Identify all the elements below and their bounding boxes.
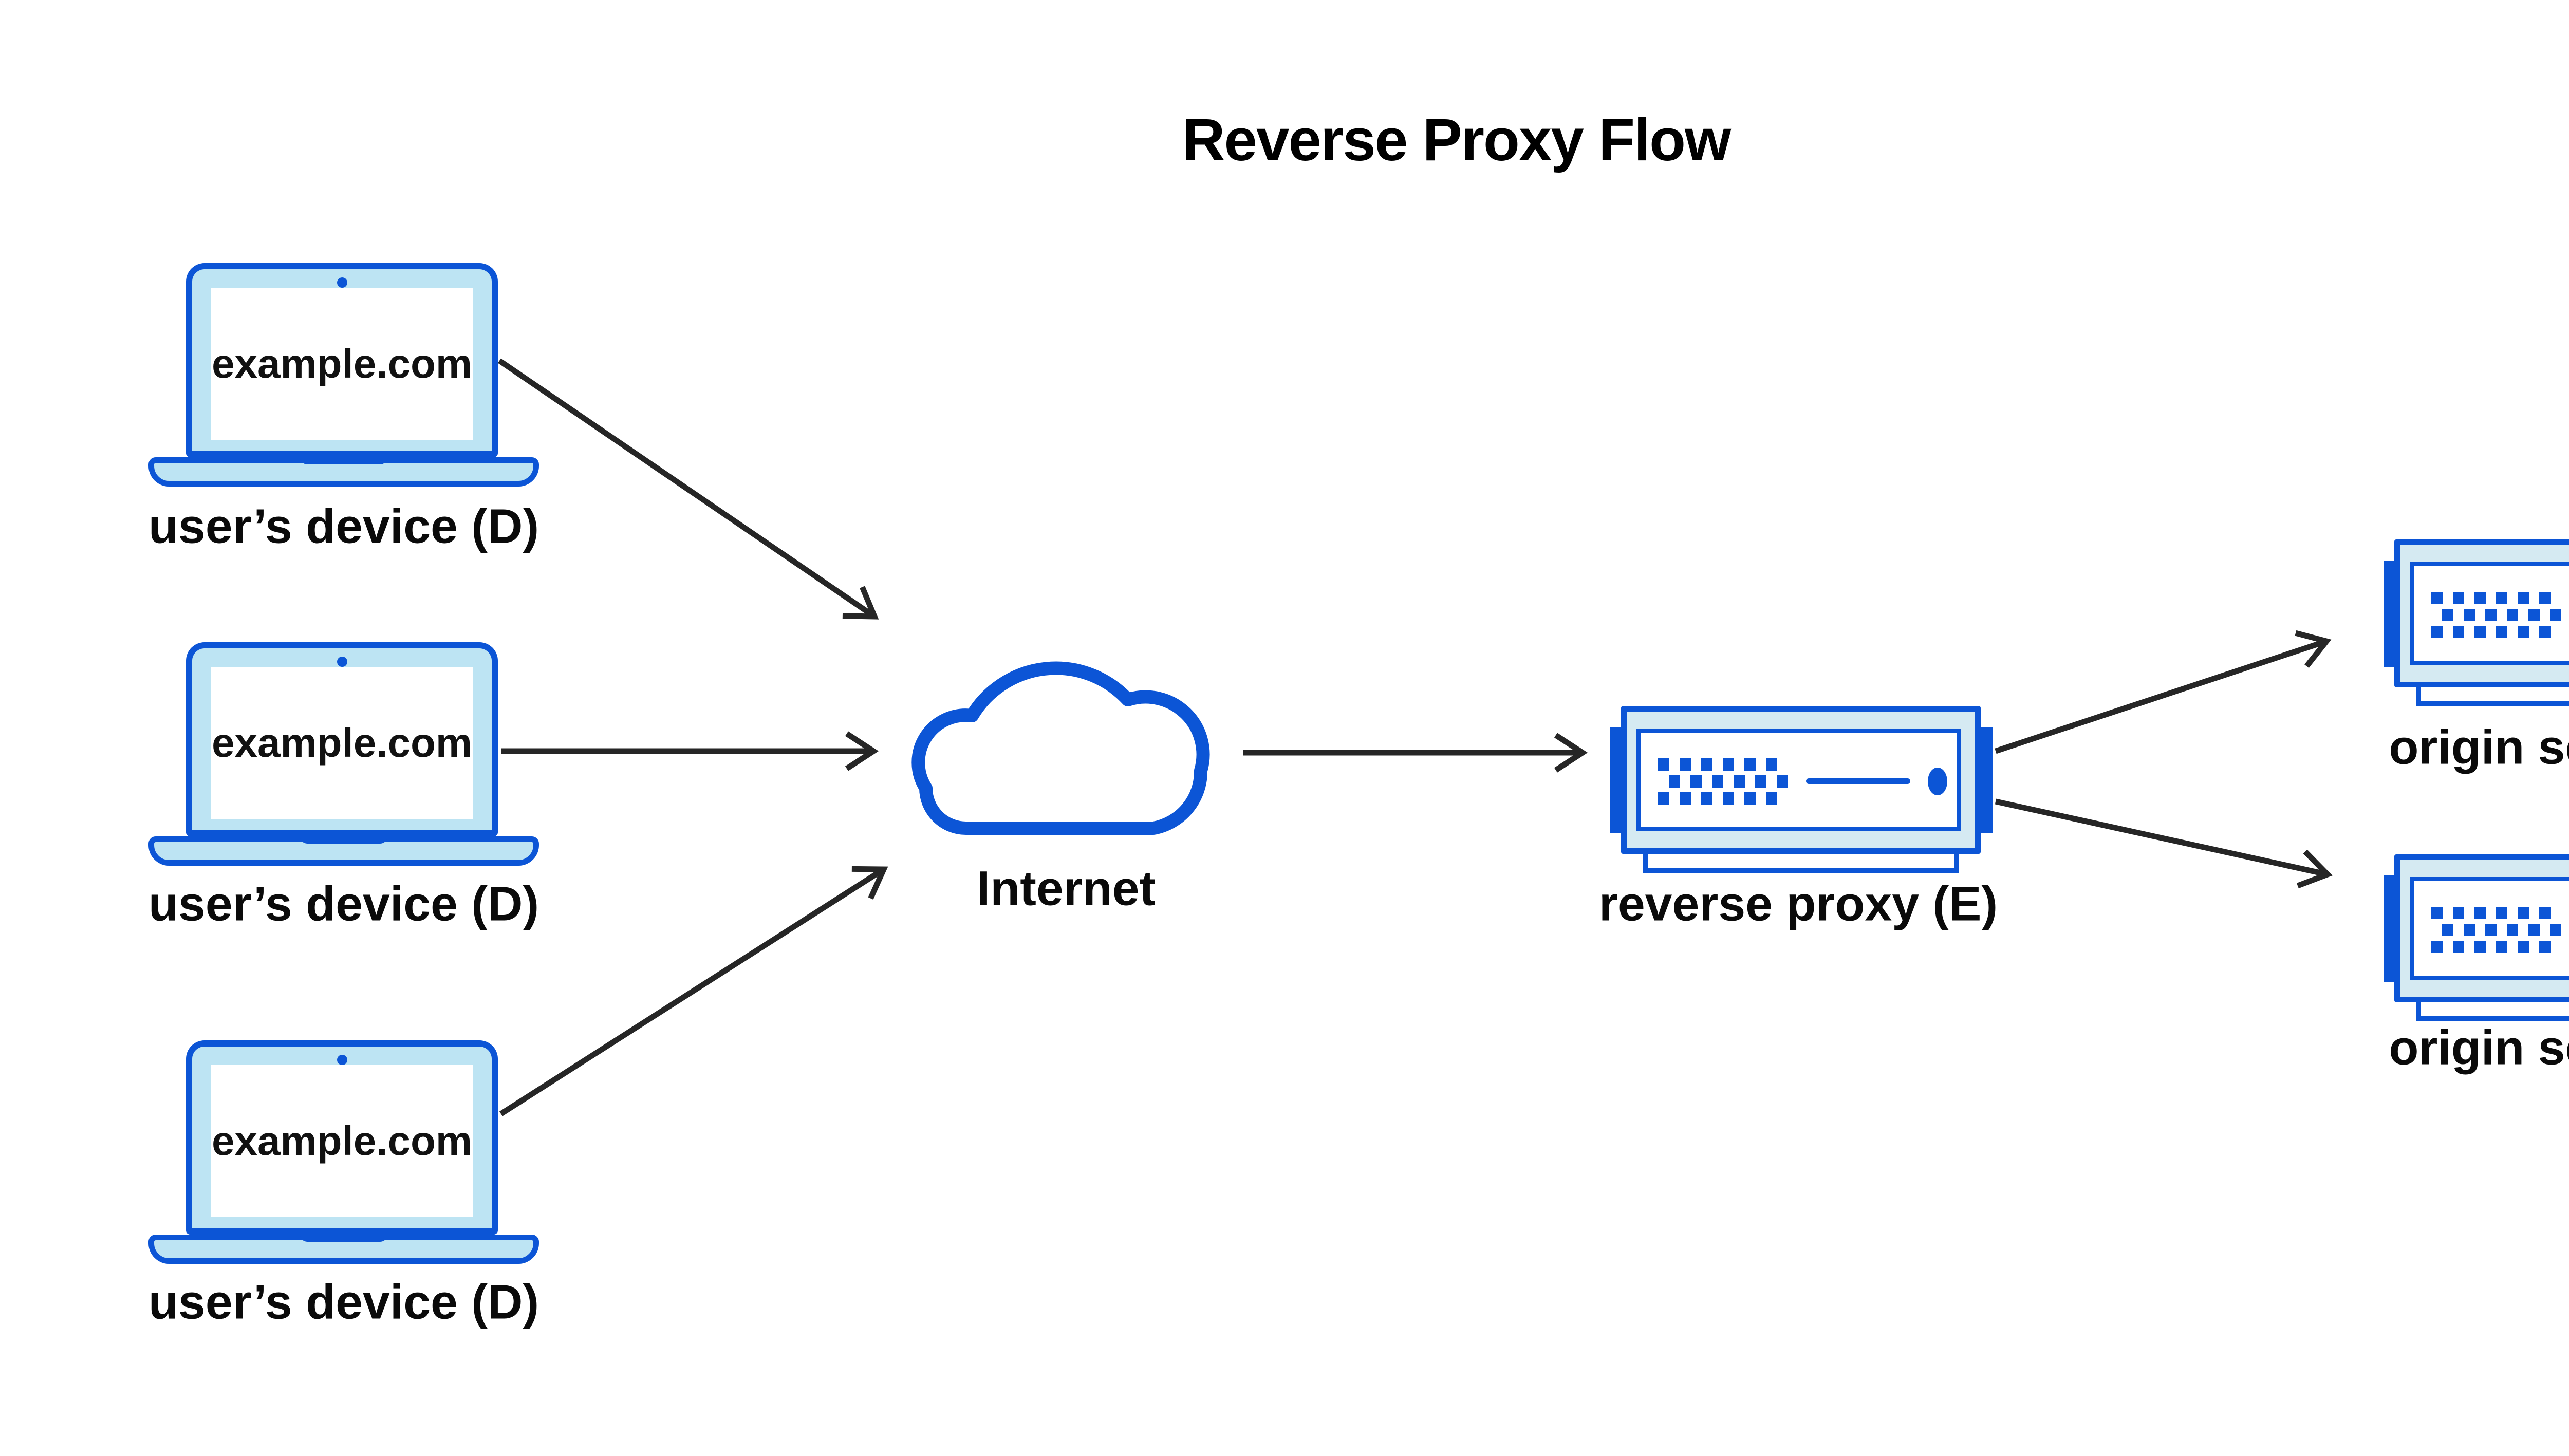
- server-icon: [1610, 706, 1993, 873]
- vent-dots-icon: [2431, 592, 2569, 641]
- arrow-proxy-to-origin1: [1995, 630, 2332, 754]
- screen-url-text: example.com: [212, 341, 472, 386]
- cloud-icon: [911, 661, 1210, 835]
- device-3-label: user’s device (D): [148, 1275, 539, 1330]
- arrow-device1-to-internet: [497, 358, 879, 620]
- vent-dots-icon: [2431, 907, 2569, 956]
- laptop-screen: example.com: [211, 1065, 473, 1217]
- arrow-proxy-to-origin2: [1995, 798, 2333, 889]
- power-led-icon: [1928, 768, 1947, 795]
- internet-label: Internet: [976, 861, 1156, 916]
- camera-dot-icon: [337, 657, 347, 667]
- vent-dots-icon: [1658, 758, 1802, 808]
- laptop-hinge-notch: [300, 833, 387, 844]
- laptop-icon: example.com: [148, 642, 539, 866]
- screen-url-text: example.com: [212, 720, 472, 766]
- camera-dot-icon: [337, 1055, 347, 1065]
- laptop-icon: example.com: [148, 1040, 539, 1264]
- laptop-screen: example.com: [211, 667, 473, 819]
- laptop-hinge-notch: [300, 454, 387, 464]
- origin-server-1-label: origin server (F): [2389, 720, 2569, 775]
- server-icon: [2384, 854, 2569, 1021]
- laptop-icon: example.com: [148, 263, 539, 487]
- reverse-proxy-label: reverse proxy (E): [1598, 876, 1998, 931]
- laptop-hinge-notch: [300, 1231, 387, 1242]
- device-2-label: user’s device (D): [148, 876, 539, 931]
- device-1-label: user’s device (D): [148, 499, 539, 554]
- origin-server-2-label: origin server (F): [2389, 1020, 2569, 1075]
- camera-dot-icon: [337, 277, 347, 288]
- server-slot-line: [1806, 778, 1910, 784]
- screen-url-text: example.com: [212, 1118, 472, 1164]
- arrow-device3-to-internet: [499, 866, 888, 1116]
- server-icon: [2384, 539, 2569, 706]
- page-title: Reverse Proxy Flow: [1182, 106, 1732, 173]
- laptop-screen: example.com: [211, 288, 473, 440]
